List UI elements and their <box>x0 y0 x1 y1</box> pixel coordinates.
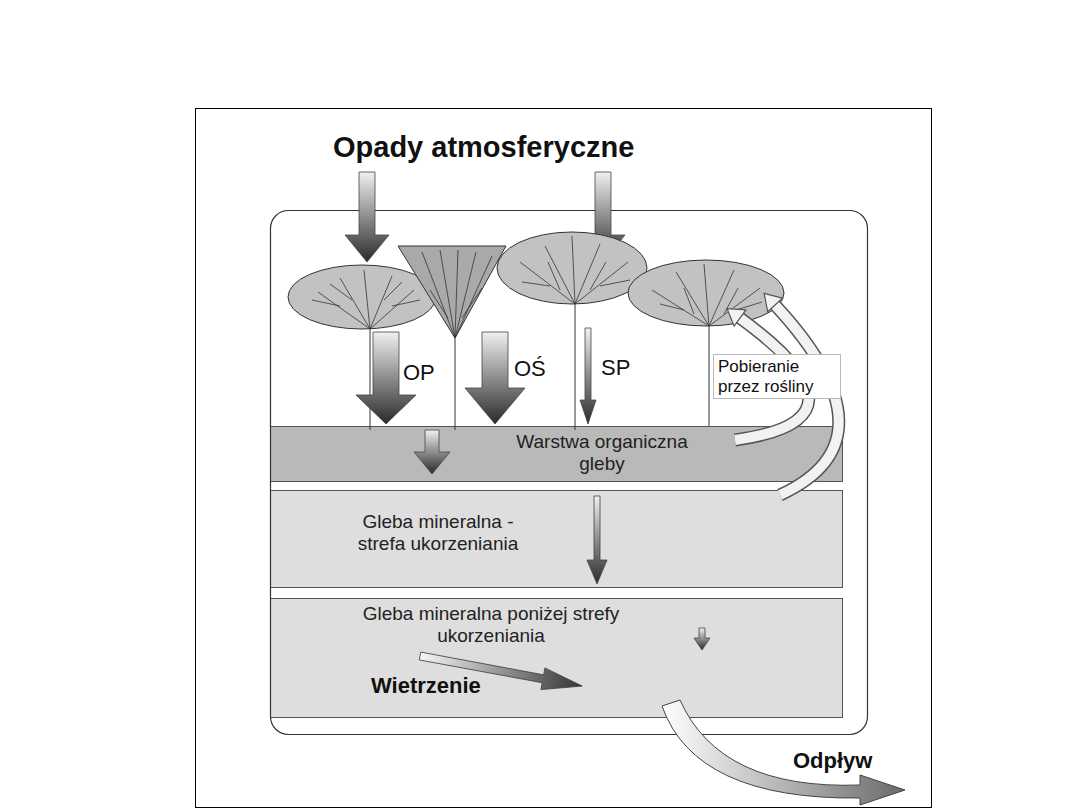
tree-trunk <box>575 302 576 430</box>
flux-label: SP <box>601 355 630 380</box>
process-label: Wietrzenie <box>371 673 481 699</box>
conifer-crown <box>398 246 506 338</box>
rain-arrow <box>345 172 389 262</box>
tree-trunk <box>370 326 371 430</box>
tree-crown <box>497 232 647 304</box>
flux-label: OŚ <box>514 356 546 381</box>
layer-label: Warstwa organiczna gleby <box>507 431 697 476</box>
trees <box>288 232 784 430</box>
uptake-arrow-head <box>727 309 746 327</box>
tree-crown <box>288 265 436 329</box>
outer-frame <box>196 109 932 808</box>
system-boundary <box>271 211 868 735</box>
layer-label: Gleba mineralna - strefa ukorzeniania <box>343 511 533 556</box>
soil-layer-band: Gleba mineralna - strefa ukorzeniania <box>270 490 843 588</box>
uptake-label: Pobieranie przez rośliny <box>713 354 841 399</box>
branches <box>312 236 762 338</box>
sp-arrow <box>580 328 596 424</box>
diagram-title: Opady atmosferyczne <box>333 131 634 164</box>
tree-trunk <box>709 324 710 426</box>
tree-crown <box>628 260 784 326</box>
soil-layer-band: Gleba mineralna poniżej strefy ukorzenia… <box>270 598 843 718</box>
runoff-label: Odpływ <box>793 748 872 773</box>
uptake-arrow-head <box>764 293 782 312</box>
flux-label: OP <box>403 360 435 385</box>
layer-label: Gleba mineralna poniżej strefy ukorzenia… <box>361 603 621 648</box>
tree-trunk <box>455 336 456 430</box>
